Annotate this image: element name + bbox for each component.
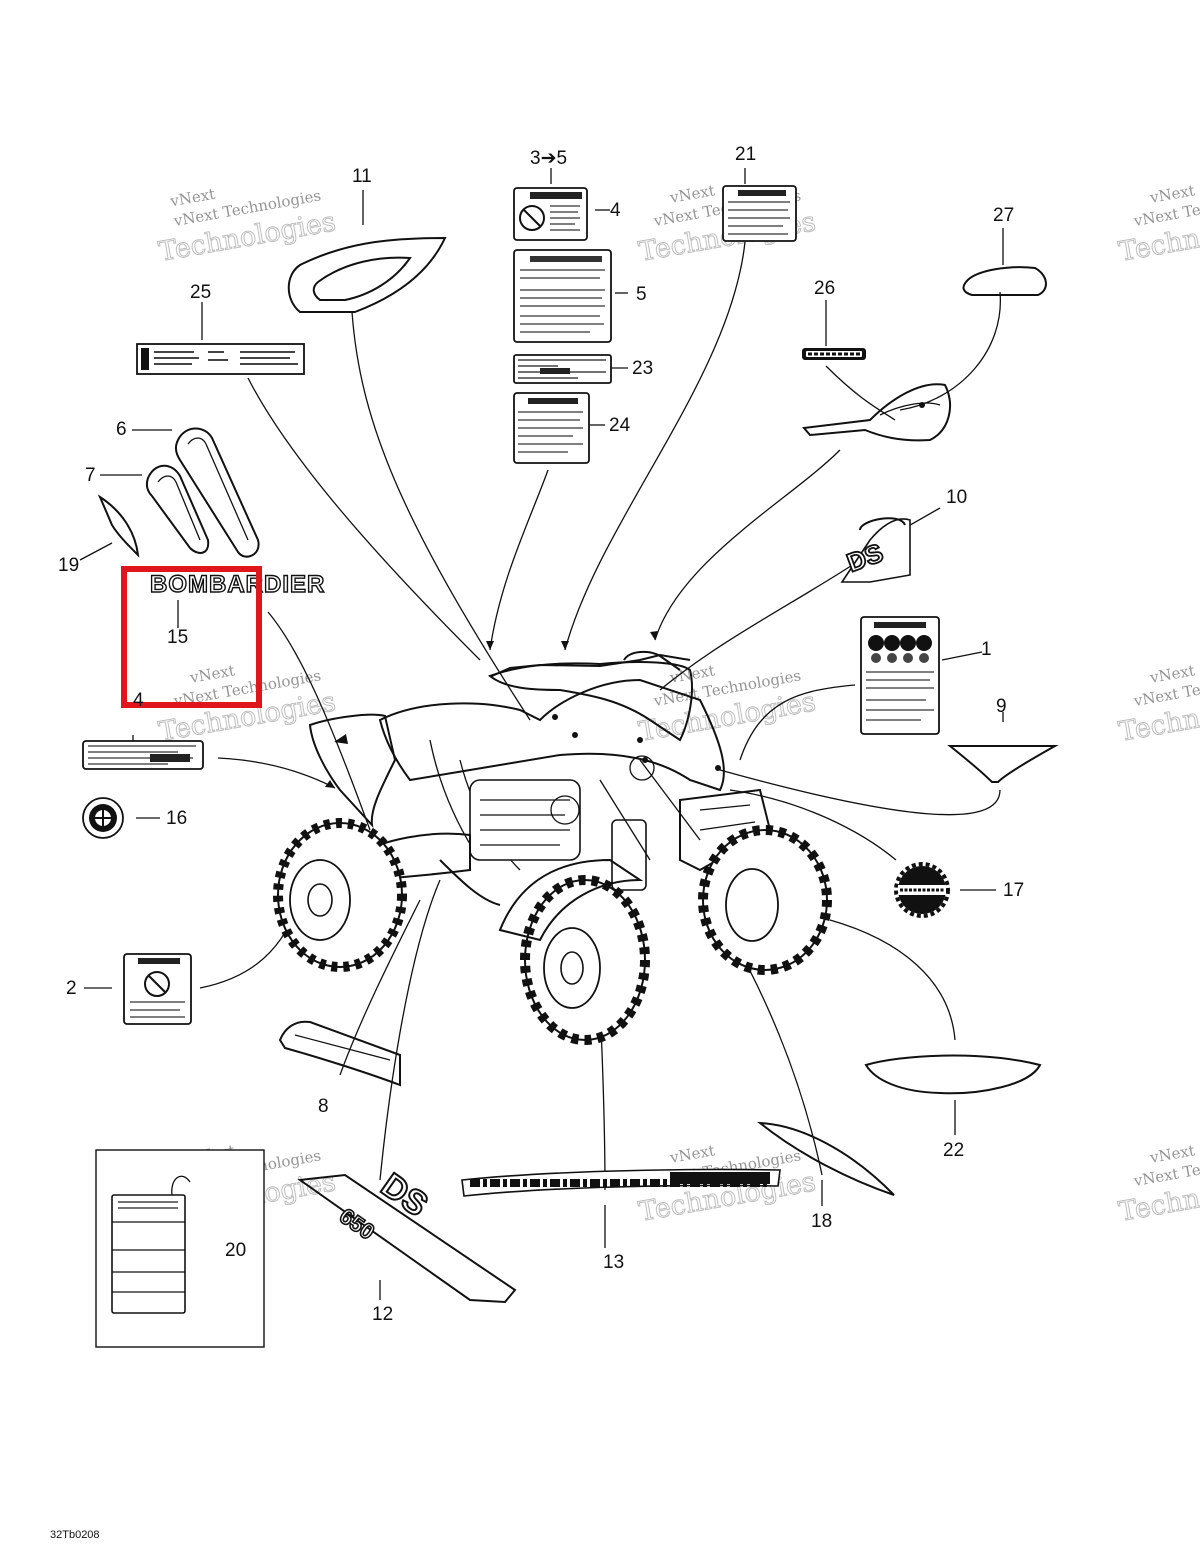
callout-10: 10 — [946, 487, 967, 508]
callout-4: 4 — [610, 200, 621, 221]
callout-27: 27 — [993, 205, 1014, 226]
decal-23 — [513, 354, 612, 384]
callout-12: 12 — [372, 1304, 393, 1325]
decal-7 — [145, 464, 210, 554]
svg-text:DS: DS — [374, 1166, 434, 1224]
decal-22 — [864, 1054, 1042, 1095]
handguard — [802, 383, 951, 442]
callout-23: 23 — [632, 358, 653, 379]
leader-arrowheads — [325, 631, 658, 788]
watermark: vNext vNext Technologies Technologies — [156, 185, 338, 269]
callout-25: 25 — [190, 282, 211, 303]
callout-1: 1 — [981, 639, 992, 660]
callout-7: 7 — [85, 465, 96, 486]
wheel-front-left — [520, 875, 650, 1045]
callout-24: 24 — [609, 415, 631, 436]
callout-labels: 1 2 3➔5 4 4 5 6 7 8 9 10 11 12 13 15 16 … — [58, 144, 1024, 1325]
callout-5: 5 — [636, 284, 647, 305]
decal-2 — [123, 953, 192, 1025]
wheel-rear-left — [273, 818, 407, 972]
atv-illustration — [273, 650, 832, 1045]
decal-1 — [860, 616, 940, 735]
decal-10: DS — [840, 517, 911, 583]
decal-15: BOMBARDIER — [149, 570, 325, 598]
callout-16: 16 — [166, 808, 187, 829]
wheel-front-right — [698, 825, 832, 975]
decal-26 — [802, 348, 866, 360]
decal-27 — [962, 266, 1047, 296]
decal-4 — [513, 187, 588, 241]
callout-3-to-5: 3➔5 — [530, 148, 567, 169]
watermark: vNext vNext Technologies Technologies — [1116, 661, 1200, 748]
callout-8: 8 — [318, 1096, 329, 1117]
watermark: vNext vNext Technologies Technologies — [1116, 1141, 1200, 1228]
decal-5 — [513, 249, 612, 343]
decal-13 — [461, 1168, 781, 1197]
decal-8 — [278, 1020, 401, 1087]
callout-18: 18 — [811, 1211, 832, 1232]
callout-15: 15 — [167, 627, 188, 648]
callout-21: 21 — [735, 144, 756, 165]
callout-19: 19 — [58, 555, 79, 576]
decal-11 — [287, 236, 447, 313]
decal-15-text: BOMBARDIER — [150, 571, 325, 598]
watermark: vNext vNext Technologies Technologies — [636, 661, 818, 748]
selection-highlight — [121, 566, 262, 708]
decal-17 — [894, 862, 950, 918]
decal-21 — [722, 185, 797, 242]
decal-24 — [513, 392, 590, 464]
decal-9 — [947, 745, 1059, 783]
watermark: vNext vNext Technologies Technologies — [1116, 181, 1200, 268]
callout-26: 26 — [814, 278, 835, 299]
decal-25 — [136, 343, 305, 375]
callout-6: 6 — [116, 419, 127, 440]
watermark-layer: vNext vNext Technologies Technologies vN… — [156, 181, 1200, 1228]
decal-4-left — [82, 740, 204, 770]
callout-11: 11 — [352, 166, 372, 187]
callout-2: 2 — [66, 978, 77, 999]
callout-17: 17 — [1003, 880, 1024, 901]
watermark: vNext vNext Technologies Technologies — [156, 661, 338, 748]
decal-19 — [97, 494, 140, 558]
leader-lines — [79, 168, 1004, 1300]
decal-18 — [756, 1121, 895, 1196]
decal-6 — [174, 427, 260, 558]
callout-20: 20 — [225, 1240, 246, 1261]
callout-22: 22 — [943, 1140, 964, 1161]
callout-9: 9 — [996, 696, 1007, 717]
decal-16 — [82, 797, 124, 839]
decal-20 — [95, 1149, 265, 1348]
callout-4-left: 4 — [133, 690, 144, 711]
drawing-code: 32Tb0208 — [50, 1529, 100, 1541]
callout-13: 13 — [603, 1252, 624, 1273]
